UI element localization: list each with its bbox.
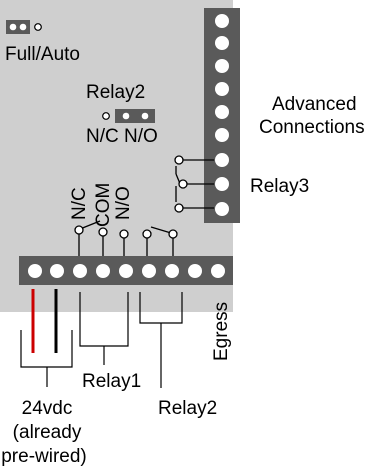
advanced-label-line2: Connections [259,117,365,138]
relay3-contacts [174,155,214,213]
label-brackets [20,292,183,388]
relay2-nc-no-label: N/C N/O [86,126,158,147]
relay3-label: Relay3 [250,176,309,197]
advanced-terminal-strip [204,8,240,223]
relay1-com-label: COM [93,183,114,227]
full-auto-jumper [6,20,42,34]
advanced-label-line1: Advanced [272,94,357,115]
relay1-no-label: N/O [113,186,134,220]
power-label-line3: pre-wired) [1,446,87,467]
relay2-label: Relay2 [158,398,217,419]
power-label-line1: 24vdc [22,398,73,419]
full-auto-label: Full/Auto [5,44,80,65]
relay1-nc-label: N/C [69,187,90,220]
egress-label: Egress [211,302,232,361]
relay2-jumper [102,109,155,123]
relay2-jumper-label: Relay2 [86,82,145,103]
relay1-label: Relay1 [82,371,141,392]
main-terminal-strip [19,256,233,285]
power-label-line2: (already [13,422,82,443]
